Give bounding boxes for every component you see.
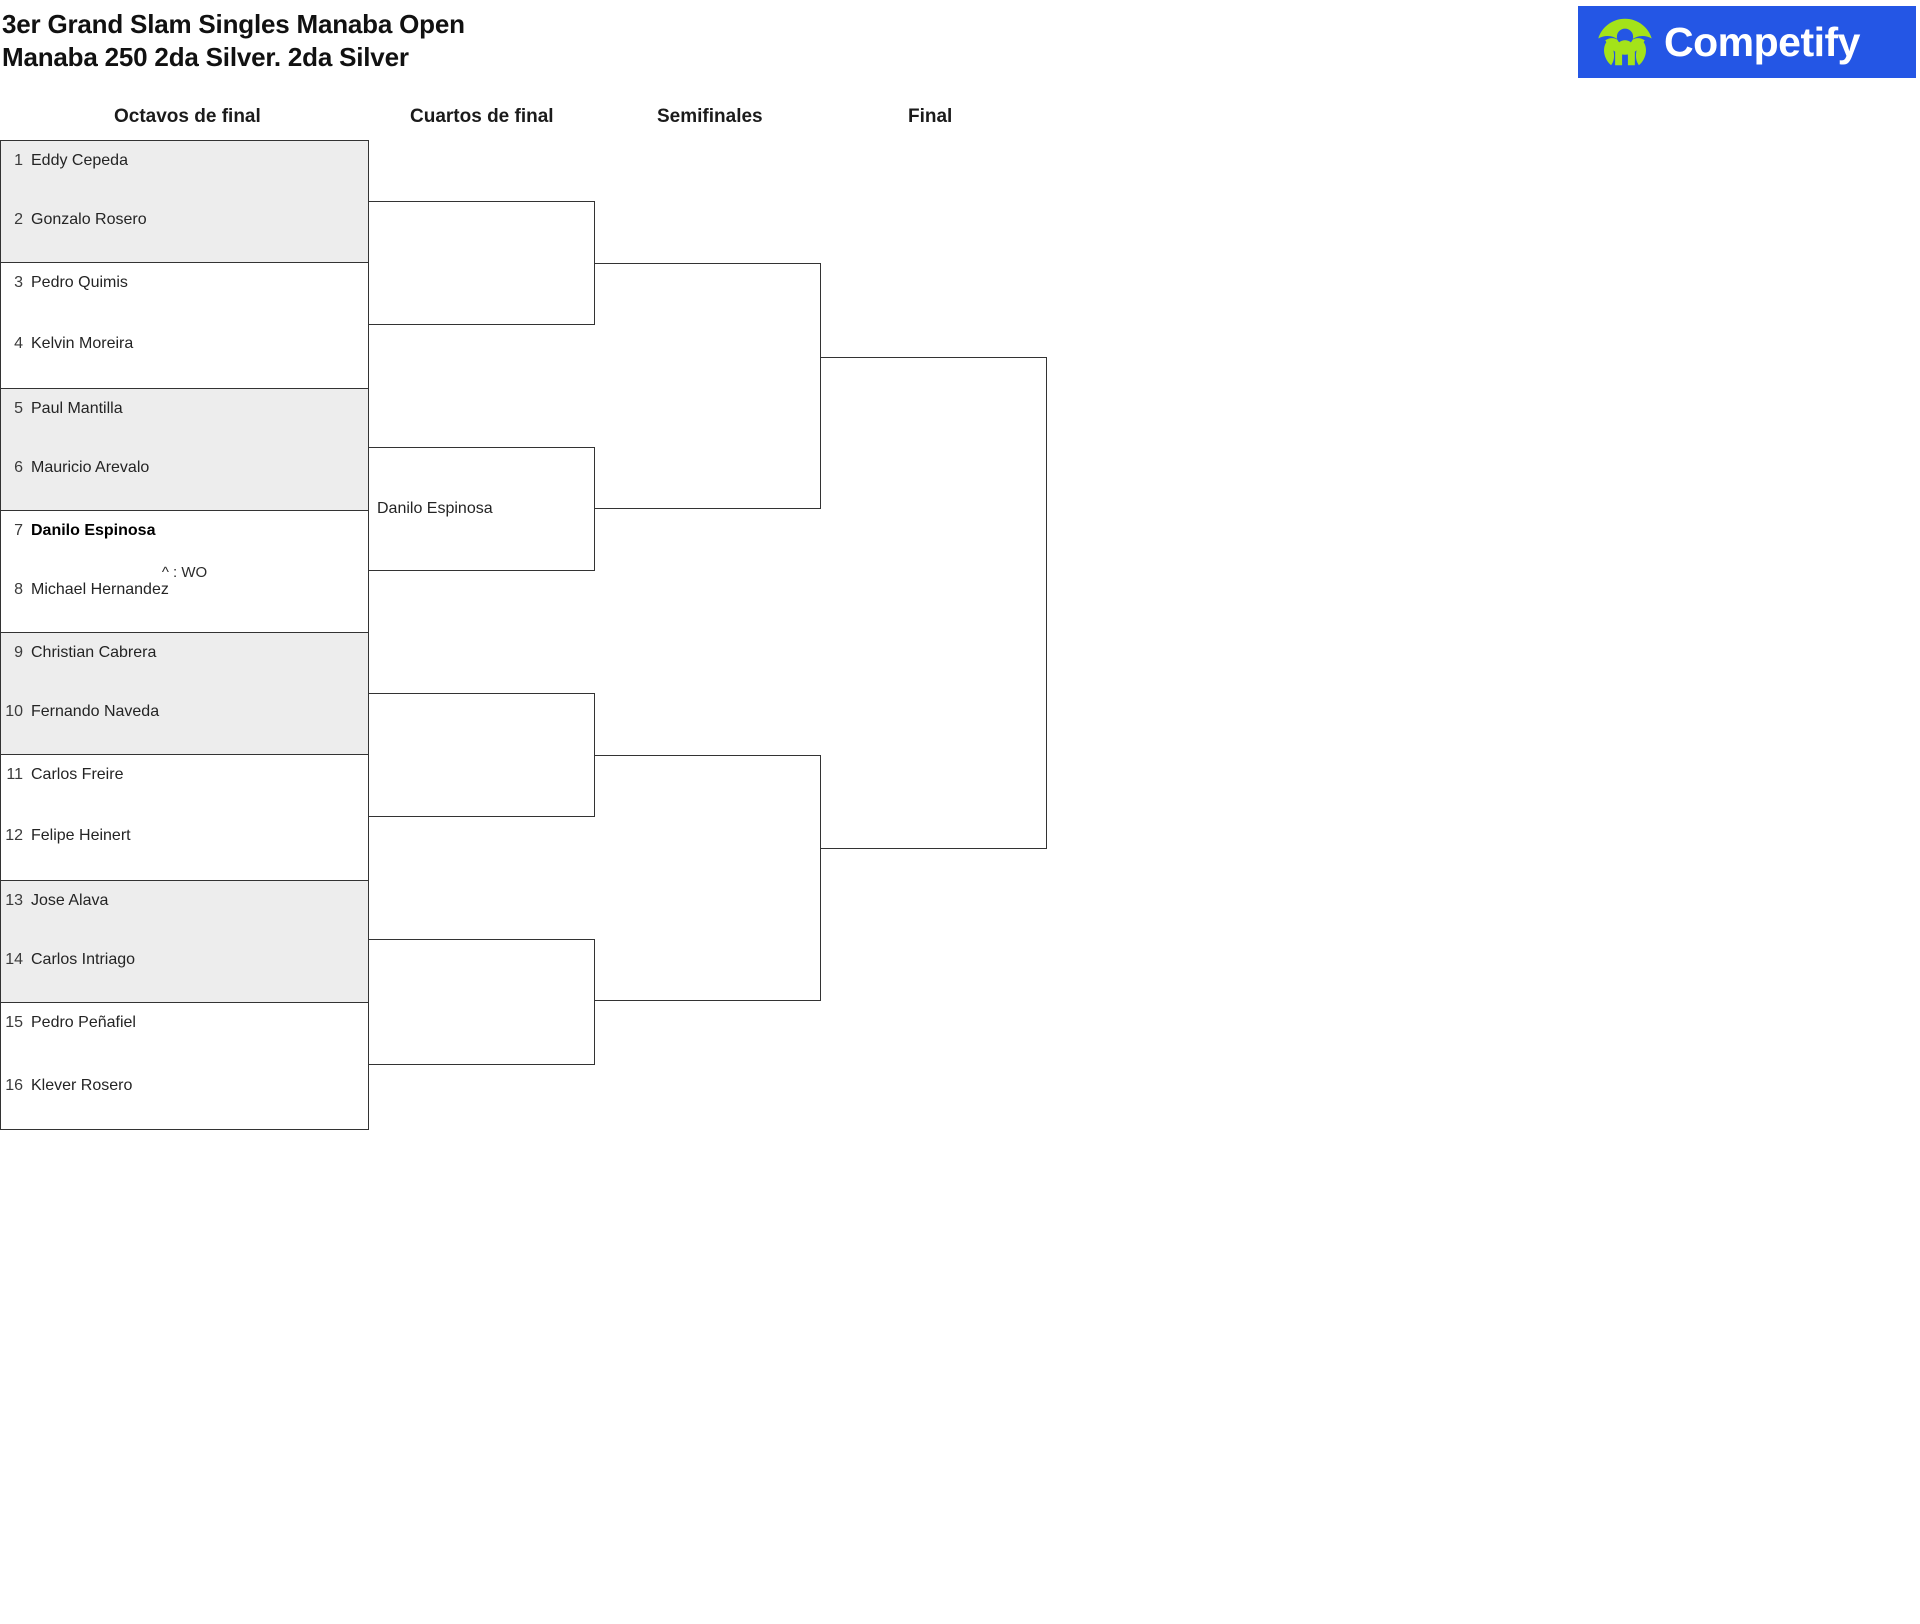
player-name: Gonzalo Rosero	[31, 211, 147, 228]
player-name: Danilo Espinosa	[31, 522, 156, 539]
player-slot[interactable]: 6 Mauricio Arevalo	[1, 439, 368, 489]
cuartos-match-2[interactable]: Danilo Espinosa	[369, 447, 595, 571]
semifinal-match-2[interactable]	[595, 755, 821, 1001]
competify-wordmark: Competify	[1664, 18, 1860, 65]
player-slot[interactable]: 11 Carlos Freire	[1, 755, 368, 805]
player-slot[interactable]: 1 Eddy Cepeda	[1, 141, 368, 191]
player-name: Pedro Peñafiel	[31, 1014, 136, 1031]
player-slot[interactable]: 15 Pedro Peñafiel	[1, 1003, 368, 1053]
match-block[interactable]: 15 Pedro Peñafiel 16 Klever Rosero	[0, 1002, 369, 1130]
player-slot[interactable]: 4 Kelvin Moreira	[1, 313, 368, 363]
seed-number: 8	[14, 581, 23, 598]
seed-number: 10	[5, 703, 23, 720]
player-name: Jose Alava	[31, 892, 109, 909]
player-name: Pedro Quimis	[31, 274, 128, 291]
player-name: Paul Mantilla	[31, 400, 123, 417]
player-slot[interactable]: 12 Felipe Heinert	[1, 805, 368, 855]
player-name: Mauricio Arevalo	[31, 459, 150, 476]
player-name: Christian Cabrera	[31, 644, 157, 661]
player-name: Kelvin Moreira	[31, 335, 134, 352]
match-block[interactable]: 3 Pedro Quimis 4 Kelvin Moreira	[0, 262, 369, 388]
seed-number: 16	[5, 1077, 23, 1094]
player-slot[interactable]: 7 Danilo Espinosa	[1, 511, 368, 561]
page-title: 3er Grand Slam Singles Manaba Open Manab…	[2, 9, 465, 73]
player-name: Carlos Intriago	[31, 951, 136, 968]
seed-number: 1	[14, 152, 23, 169]
round-header-octavos: Octavos de final	[114, 106, 261, 127]
round-header-semifinales: Semifinales	[657, 106, 763, 127]
match-block[interactable]: 1 Eddy Cepeda 2 Gonzalo Rosero	[0, 140, 369, 262]
seed-number: 7	[14, 522, 23, 539]
cuartos-match-4[interactable]	[369, 939, 595, 1065]
seed-number: 12	[5, 827, 23, 844]
seed-number: 9	[14, 644, 23, 661]
seed-number: 11	[6, 766, 23, 783]
player-name: Fernando Naveda	[31, 703, 160, 720]
seed-number: 6	[14, 459, 23, 476]
player-slot[interactable]: 13 Jose Alava	[1, 881, 368, 931]
round-header-final: Final	[908, 106, 953, 127]
player-name: Michael Hernandez	[31, 581, 169, 598]
player-slot[interactable]: 8 Michael Hernandez	[1, 561, 368, 611]
player-slot[interactable]: 5 Paul Mantilla	[1, 389, 368, 439]
player-slot[interactable]: 10 Fernando Naveda	[1, 683, 368, 733]
seed-number: 15	[5, 1014, 23, 1031]
match-block[interactable]: 9 Christian Cabrera 10 Fernando Naveda	[0, 632, 369, 754]
page-header: 3er Grand Slam Singles Manaba Open Manab…	[0, 0, 1920, 110]
semifinal-match-1[interactable]	[595, 263, 821, 509]
advancing-player-name: Danilo Espinosa	[377, 500, 493, 517]
player-slot[interactable]: 14 Carlos Intriago	[1, 931, 368, 981]
match-block[interactable]: 11 Carlos Freire 12 Felipe Heinert	[0, 754, 369, 880]
match-block[interactable]: 13 Jose Alava 14 Carlos Intriago	[0, 880, 369, 1002]
player-slot[interactable]: 9 Christian Cabrera	[1, 633, 368, 683]
cuartos-match-1[interactable]	[369, 201, 595, 325]
player-name: Eddy Cepeda	[31, 152, 128, 169]
match-block[interactable]: 5 Paul Mantilla 6 Mauricio Arevalo	[0, 388, 369, 510]
player-slot[interactable]: 16 Klever Rosero	[1, 1053, 368, 1103]
match-block[interactable]: 7 Danilo Espinosa ^ : WO 8 Michael Herna…	[0, 510, 369, 632]
player-name: Klever Rosero	[31, 1077, 133, 1094]
seed-number: 2	[14, 211, 23, 228]
seed-number: 5	[14, 400, 23, 417]
final-match[interactable]	[821, 357, 1047, 849]
seed-number: 13	[5, 892, 23, 909]
round-header-cuartos: Cuartos de final	[410, 106, 554, 127]
competify-person-icon	[1598, 18, 1652, 66]
player-name: Felipe Heinert	[31, 827, 131, 844]
seed-number: 3	[14, 274, 23, 291]
player-slot[interactable]: 3 Pedro Quimis	[1, 263, 368, 313]
player-name: Carlos Freire	[31, 766, 124, 783]
player-slot[interactable]: 2 Gonzalo Rosero	[1, 191, 368, 241]
competify-logo[interactable]: Competify	[1578, 6, 1916, 78]
cuartos-match-3[interactable]	[369, 693, 595, 817]
seed-number: 14	[5, 951, 23, 968]
tournament-bracket: 1 Eddy Cepeda 2 Gonzalo Rosero 3 Pedro Q…	[0, 140, 1100, 1350]
seed-number: 4	[14, 335, 23, 352]
